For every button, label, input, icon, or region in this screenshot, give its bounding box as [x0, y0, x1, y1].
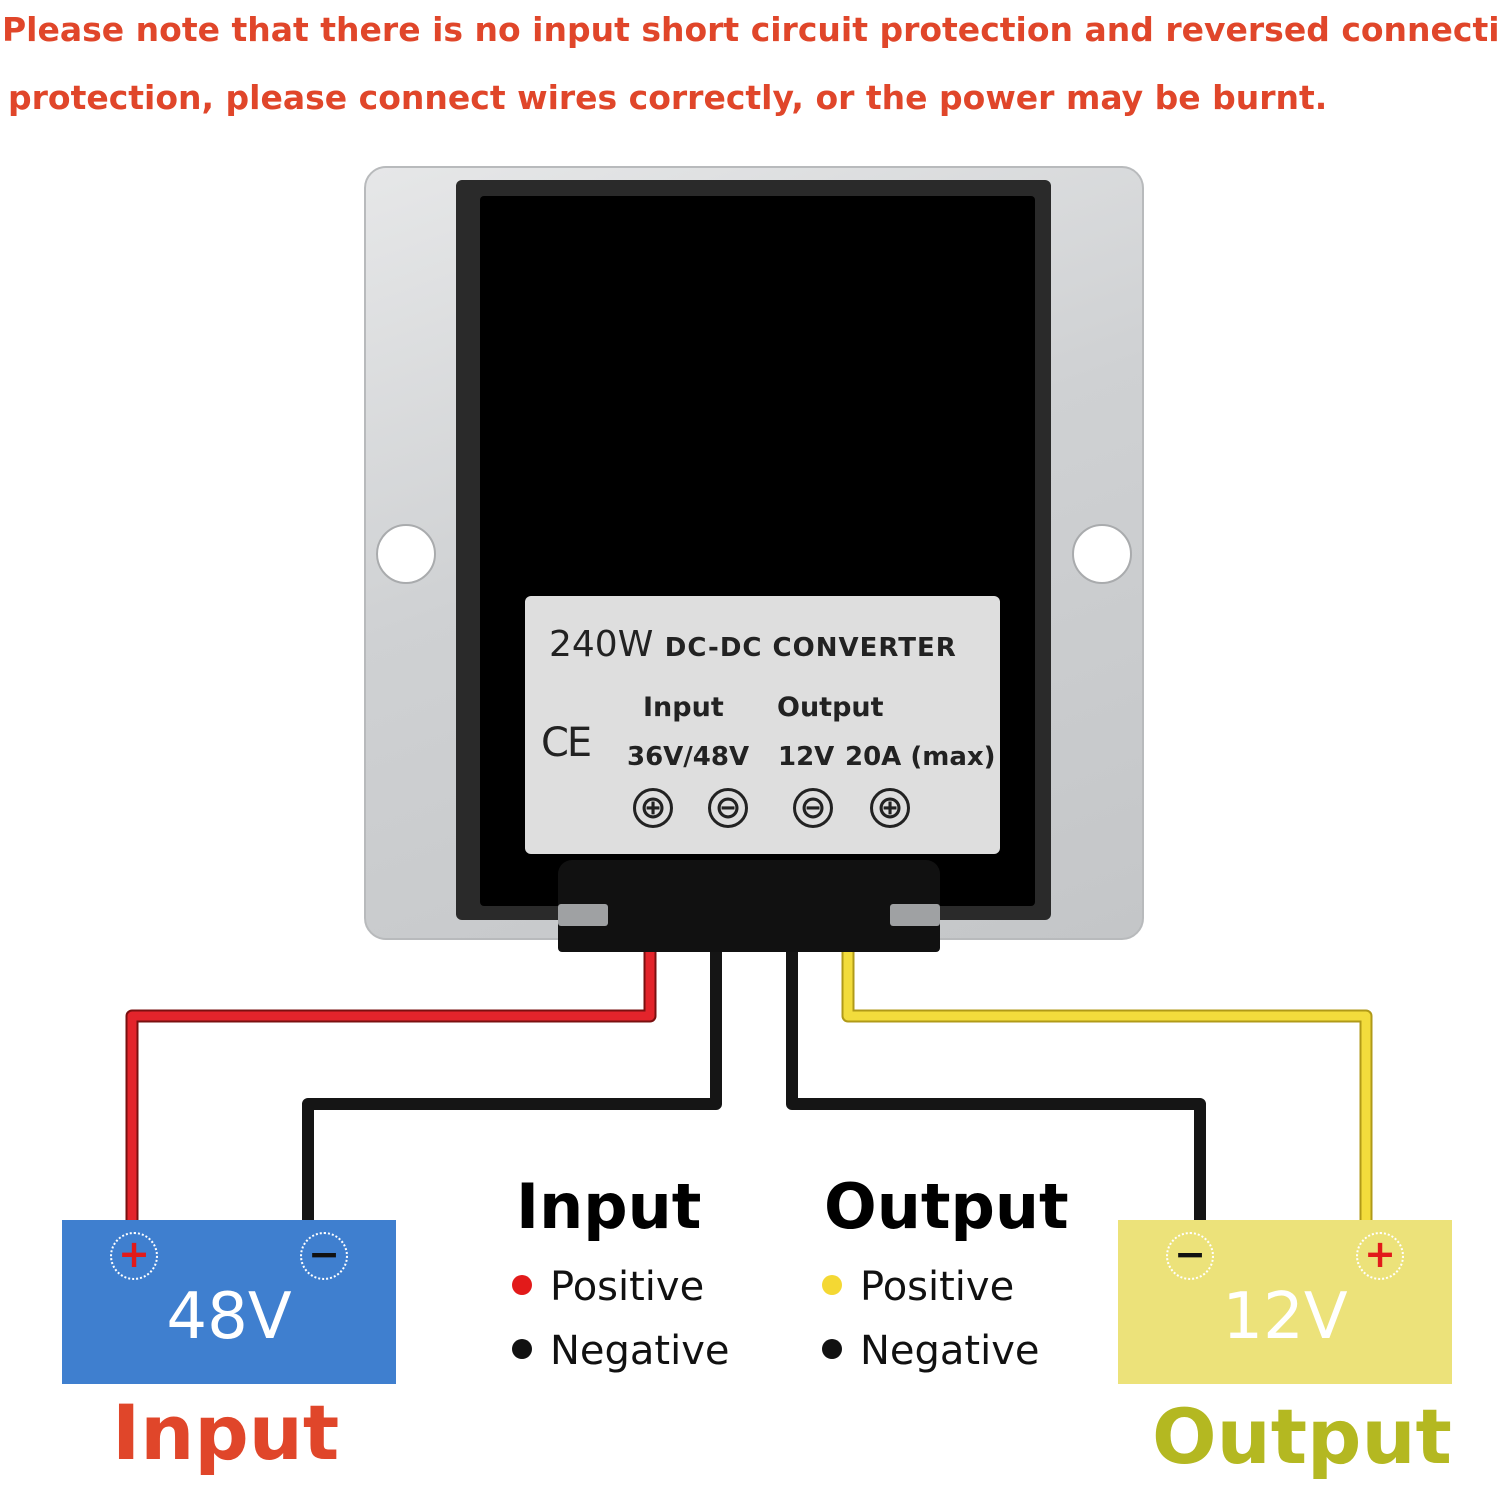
ce-mark: CE	[541, 720, 592, 766]
legend-input-positive: Positive	[512, 1264, 704, 1310]
output-caption: Output	[1152, 1392, 1452, 1481]
label-output-heading: Output	[777, 692, 884, 723]
input-battery-minus-icon: −	[300, 1232, 348, 1280]
mounting-hole-left	[376, 524, 436, 584]
label-converter-type: DC-DC CONVERTER	[664, 633, 957, 663]
gland-notch-right	[890, 904, 940, 926]
legend-output-positive: Positive	[822, 1264, 1014, 1310]
mounting-hole-right	[1072, 524, 1132, 584]
label-output-voltage: 12V	[778, 742, 835, 772]
input-caption: Input	[112, 1388, 340, 1477]
warning-line-1: Please note that there is no input short…	[2, 10, 1498, 49]
legend-input-negative-label: Negative	[550, 1328, 730, 1374]
legend-input-positive-label: Positive	[550, 1264, 705, 1310]
wire-gland	[558, 860, 940, 952]
input-battery: + − 48V	[62, 1220, 396, 1384]
output-positive-terminal-icon: ⊕	[870, 788, 910, 828]
output-battery-plus-icon: +	[1356, 1232, 1404, 1280]
output-battery-minus-icon: −	[1166, 1232, 1214, 1280]
legend-output-negative: Negative	[822, 1328, 1040, 1374]
input-negative-wire	[302, 950, 722, 1225]
output-negative-wire	[786, 950, 1206, 1225]
output-negative-terminal-icon: ⊖	[793, 788, 833, 828]
warning-line-2: protection, please connect wires correct…	[8, 78, 1328, 117]
output-battery-voltage: 12V	[1222, 1280, 1348, 1354]
label-title: 240W DC-DC CONVERTER	[549, 624, 957, 665]
legend-input-negative: Negative	[512, 1328, 730, 1374]
legend-output-negative-label: Negative	[860, 1328, 1040, 1374]
legend-output-positive-label: Positive	[860, 1264, 1015, 1310]
input-battery-plus-icon: +	[110, 1232, 158, 1280]
legend-input-title: Input	[516, 1170, 702, 1243]
gland-notch-left	[558, 904, 608, 926]
output-battery: − + 12V	[1118, 1220, 1452, 1384]
label-output-current: 20A (max)	[845, 742, 996, 772]
black-dot-icon	[822, 1339, 842, 1359]
label-input-voltage: 36V/48V	[627, 742, 750, 772]
legend-output-title: Output	[824, 1170, 1069, 1243]
label-input-heading: Input	[643, 692, 724, 723]
red-dot-icon	[512, 1275, 532, 1295]
converter-label: 240W DC-DC CONVERTER Input Output CE 36V…	[525, 596, 1000, 854]
input-negative-terminal-icon: ⊖	[708, 788, 748, 828]
yellow-dot-icon	[822, 1275, 842, 1295]
label-power: 240W	[549, 624, 654, 665]
black-dot-icon	[512, 1339, 532, 1359]
input-battery-voltage: 48V	[166, 1280, 292, 1354]
input-positive-terminal-icon: ⊕	[633, 788, 673, 828]
